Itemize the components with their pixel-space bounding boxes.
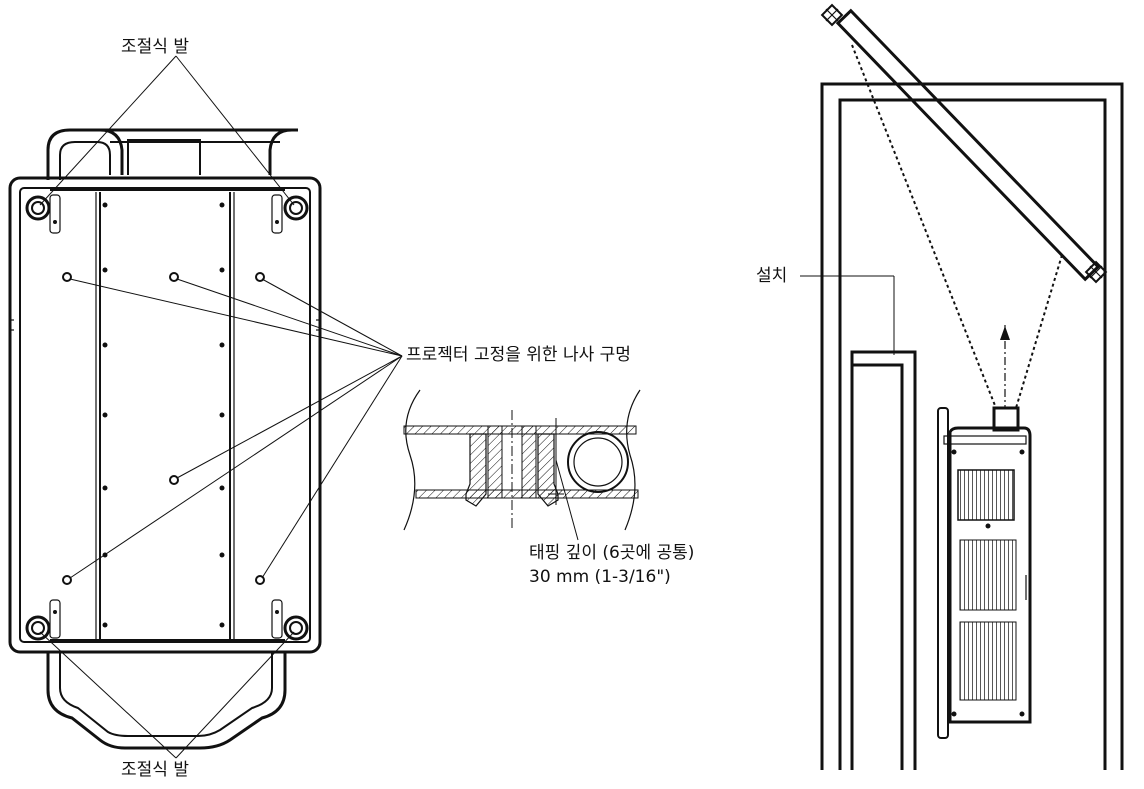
mirror (835, 8, 1101, 282)
adjustable-foot-label-bottom: 조절식 발 (121, 760, 189, 780)
tapping-depth-label: 태핑 깊이 (6곳에 공통) (529, 543, 695, 563)
screw-hole (62, 272, 265, 585)
install-label: 설치 (756, 266, 788, 286)
adjustable-foot (25, 195, 309, 641)
leader-lines-screws (69, 278, 403, 579)
projector-side-view (937, 406, 1032, 739)
tapping-cross-section (403, 389, 641, 541)
leader-lines-feet (39, 55, 295, 759)
mirror-cap (820, 3, 1108, 284)
screw-holes-label: 프로젝터 고정을 위한 나사 구멍 (406, 345, 631, 365)
projector-bottom-view (8, 128, 322, 750)
ceiling-install-view (800, 3, 1124, 770)
tapping-depth-value: 30 mm (1-3/16") (529, 567, 671, 587)
adjustable-foot-label-top: 조절식 발 (121, 37, 189, 57)
